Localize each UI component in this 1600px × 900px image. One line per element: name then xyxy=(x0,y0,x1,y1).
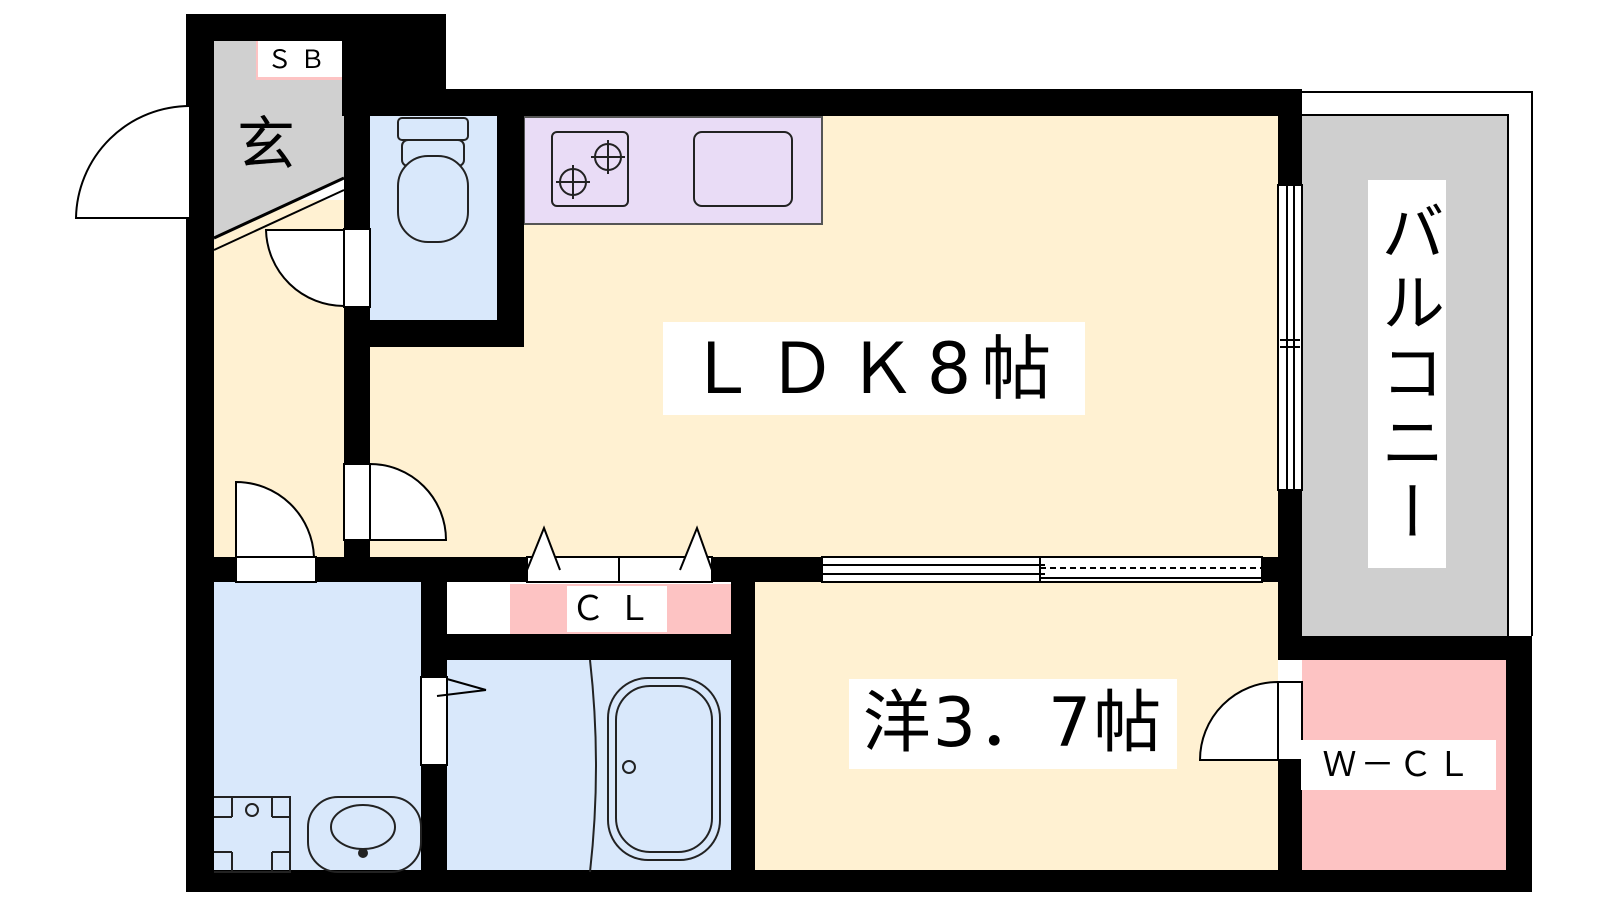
wall-bath-top xyxy=(421,634,755,660)
wall-middle-4 xyxy=(1262,557,1302,582)
stove-icon xyxy=(551,131,629,207)
wic-door xyxy=(1198,680,1279,761)
wall-wash-right-2 xyxy=(421,765,447,892)
wall-corridor xyxy=(344,89,370,229)
balcony-rail xyxy=(1302,91,1533,636)
wall-wic-left xyxy=(1278,760,1302,892)
toilet-door xyxy=(264,229,345,308)
wall-wic-top xyxy=(1278,636,1532,660)
wall-wic-right xyxy=(1506,636,1532,892)
washing-machine-pan-icon xyxy=(214,796,291,873)
entrance-label: 玄 xyxy=(236,110,295,178)
entrance-floor xyxy=(214,41,344,240)
toilet-icon xyxy=(397,117,469,243)
wall-toilet-right xyxy=(497,89,524,347)
wall-top xyxy=(342,89,1302,116)
wall-bath-right xyxy=(731,582,755,892)
washroom-door xyxy=(235,480,316,558)
wash-basin-icon xyxy=(307,796,422,873)
western-room-label: 洋3．7帖 xyxy=(849,679,1177,769)
entry-door xyxy=(74,105,191,219)
ldk-label: ＬＤＫ8帖 xyxy=(663,322,1085,415)
kitchen-sink-icon xyxy=(693,131,793,207)
balcony-window xyxy=(1277,184,1303,491)
ldk-door xyxy=(369,462,448,541)
wall-bottom xyxy=(186,870,1532,892)
shoebox-label: ＳＢ xyxy=(258,41,342,77)
wall-middle-3 xyxy=(712,557,822,582)
balcony-label: バルコニー xyxy=(1368,180,1446,568)
doors xyxy=(74,105,1303,766)
closet-label: ＣＬ xyxy=(567,586,667,632)
bathtub-icon xyxy=(589,659,721,873)
walls xyxy=(186,14,1532,892)
fixtures xyxy=(214,117,793,873)
walk-in-closet-label: Ｗ－ＣＬ xyxy=(1301,740,1496,790)
wall-right xyxy=(1278,89,1302,185)
washroom-floor xyxy=(214,582,421,872)
wall-toilet-bottom xyxy=(344,320,524,347)
